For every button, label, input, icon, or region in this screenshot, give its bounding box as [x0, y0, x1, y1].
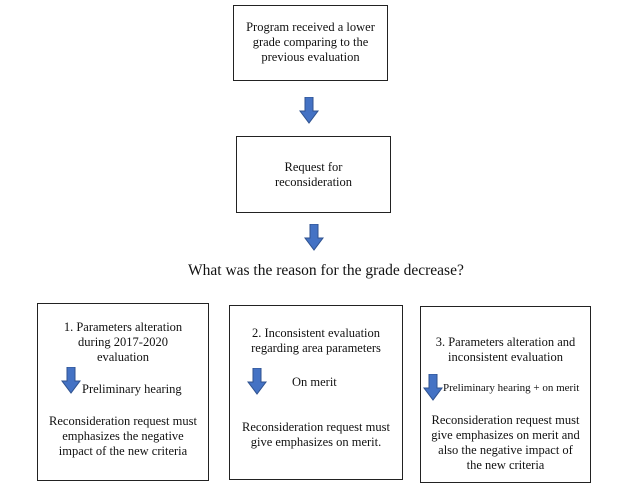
down-arrow-icon [423, 374, 443, 401]
branch-box-1: 1. Parameters alteration during 2017-202… [37, 303, 209, 481]
branch-3-arrow-label: Preliminary hearing + on merit [443, 382, 580, 394]
branch-3-heading-line-2: inconsistent evaluation [448, 350, 563, 364]
branch-3-heading-line-1: 3. Parameters alteration and [435, 335, 576, 349]
branch-1-conclusion-line-3: impact of the new criteria [58, 444, 188, 458]
initial-condition-line-2: grade comparing to the [252, 35, 369, 49]
branch-2-arrow-label: On merit [292, 375, 337, 389]
down-arrow-icon [247, 368, 267, 395]
branch-3-conclusion-line-3: also the negative impact of [438, 443, 573, 457]
initial-condition-line-1: Program received a lower [246, 20, 375, 34]
down-arrow-icon [61, 367, 81, 394]
down-arrow-icon [299, 97, 319, 124]
branch-box-2: 2. Inconsistent evaluation regarding are… [229, 305, 403, 480]
branch-2-heading-line-1: 2. Inconsistent evaluation [251, 326, 381, 340]
branch-2-conclusion-line-1: Reconsideration request must [242, 420, 390, 434]
request-line-2: reconsideration [274, 175, 353, 189]
initial-condition-box: Program received a lower grade comparing… [233, 5, 388, 81]
branch-3-conclusion-line-2: give emphasizes on merit and [431, 428, 580, 442]
branch-1-heading-line-3: evaluation [96, 350, 150, 364]
branch-1-heading-line-2: during 2017-2020 [78, 335, 168, 349]
branch-1-arrow-label: Preliminary hearing [82, 382, 182, 396]
branch-2-conclusion-line-2: give emphasizes on merit. [250, 435, 382, 449]
branch-3-conclusion-line-1: Reconsideration request must [431, 413, 580, 427]
branch-1-conclusion-line-1: Reconsideration request must [49, 414, 197, 428]
branch-box-3: 3. Parameters alteration and inconsisten… [420, 306, 591, 483]
request-line-1: Request for [284, 160, 343, 174]
request-reconsideration-box: Request for reconsideration [236, 136, 391, 213]
decision-question: What was the reason for the grade decrea… [188, 262, 464, 279]
branch-1-heading-line-1: 1. Parameters alteration [63, 320, 183, 334]
initial-condition-line-3: previous evaluation [261, 50, 360, 64]
branch-3-conclusion-line-4: the new criteria [466, 458, 545, 472]
down-arrow-icon [304, 224, 324, 251]
branch-2-heading-line-2: regarding area parameters [251, 341, 381, 355]
branch-1-conclusion-line-2: emphasizes the negative [62, 429, 184, 443]
